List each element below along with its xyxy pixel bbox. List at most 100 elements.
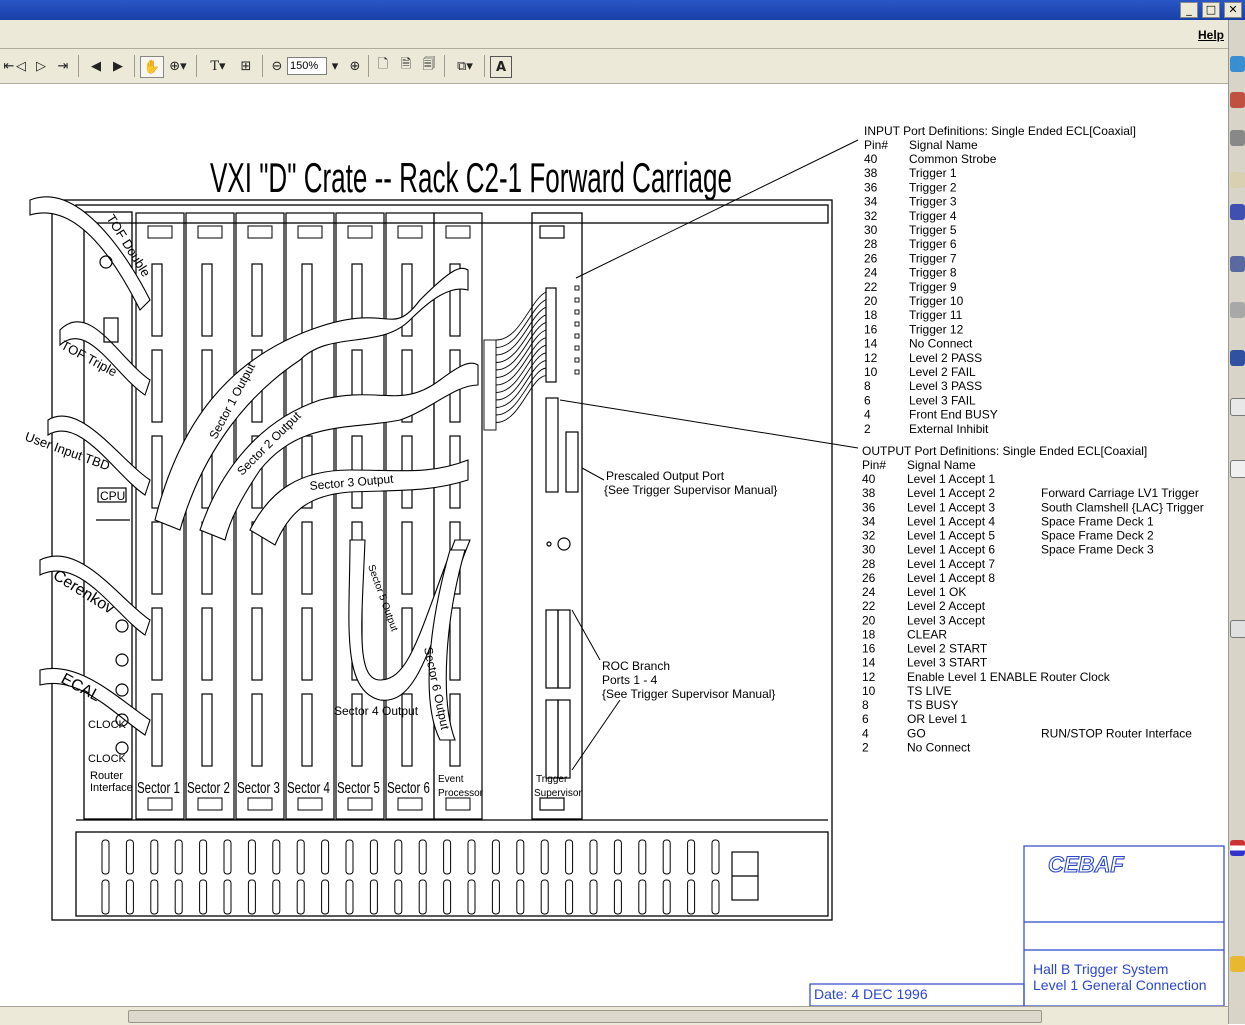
text-select-icon[interactable]: T▾ xyxy=(210,58,226,74)
roc-note: {See Trigger Supervisor Manual} xyxy=(602,687,775,701)
ribbon-wire xyxy=(495,352,547,401)
go-forward-icon[interactable]: ▶ xyxy=(113,58,123,74)
output-signal: Level 3 Accept xyxy=(907,613,986,627)
app-icon[interactable] xyxy=(1230,204,1245,220)
next-page-icon[interactable]: ▷ xyxy=(36,58,46,74)
vent-group xyxy=(101,839,720,915)
app-icon[interactable] xyxy=(1230,398,1245,416)
app-icon[interactable] xyxy=(1230,56,1245,72)
ribbon-pin xyxy=(574,333,580,339)
app-icon[interactable] xyxy=(1230,256,1245,272)
first-page-icon[interactable]: ⇤ xyxy=(3,58,15,74)
zoom-out-icon[interactable]: ⊖ xyxy=(271,58,283,74)
scroll-thumb[interactable] xyxy=(128,1010,1042,1023)
zoom-in-icon[interactable]: ⊕ xyxy=(349,58,361,74)
cable-group xyxy=(29,196,479,741)
sector2-output-label: Sector 2 Output xyxy=(234,408,304,478)
project-line-1: Hall B Trigger System xyxy=(1033,961,1168,977)
app-icon[interactable] xyxy=(1230,302,1245,318)
fit-page-icon[interactable]: 🗎 xyxy=(400,57,412,72)
input-signal: Level 3 PASS xyxy=(909,379,982,393)
ribbon-pin xyxy=(574,357,580,363)
vent-slot xyxy=(223,839,232,875)
zoom-tool-icon[interactable]: ⊕▾ xyxy=(169,58,187,74)
zoom-input[interactable]: 150% xyxy=(287,57,327,75)
app-icon[interactable] xyxy=(1230,956,1245,972)
rotate-view-icon[interactable]: ⧉▾ xyxy=(457,58,473,74)
output-pin: 32 xyxy=(862,529,876,543)
ribbon-pin xyxy=(574,309,580,315)
slot-top-tab xyxy=(347,225,373,239)
output-signal: Level 1 Accept 2 xyxy=(907,486,995,500)
output-destination: RUN/STOP Router Interface xyxy=(1041,726,1192,740)
vent-slot xyxy=(394,879,403,915)
slot-connector xyxy=(351,693,363,767)
clock-label-1: CLOCK xyxy=(88,719,127,731)
slot-connector xyxy=(401,349,413,423)
title-bar: _ □ ✕ xyxy=(0,0,1245,20)
slot-label: Sector 2 xyxy=(187,778,230,796)
cpu-label: CPU xyxy=(100,489,125,503)
trigger-label: Trigger xyxy=(536,774,568,785)
input-pin: 20 xyxy=(864,294,878,308)
actual-size-icon[interactable]: 🗋 xyxy=(377,57,389,72)
input-signal: Trigger 11 xyxy=(909,308,963,322)
slot-bottom-tab xyxy=(445,797,471,811)
slot-connector xyxy=(301,693,313,767)
output-destination: Space Frame Deck 2 xyxy=(1041,529,1154,543)
go-back-icon[interactable]: ◀ xyxy=(91,58,101,74)
output-pin: 34 xyxy=(862,514,876,528)
input-pin: 32 xyxy=(864,209,878,223)
slot-connector xyxy=(401,263,413,337)
slot-bottom-tab xyxy=(347,797,373,811)
slot-connector xyxy=(251,607,263,681)
vent-slot xyxy=(296,839,305,875)
input-pin: 10 xyxy=(864,365,878,379)
last-page-icon[interactable]: ⇥ xyxy=(57,58,69,74)
output-signal: GO xyxy=(907,726,926,740)
vent-slot xyxy=(565,879,574,915)
close-button[interactable]: ✕ xyxy=(1224,2,1242,18)
output-col-pin: Pin# xyxy=(862,458,886,472)
input-signal: Trigger 2 xyxy=(909,180,957,194)
input-pin: 34 xyxy=(864,195,878,209)
app-icon[interactable] xyxy=(1230,172,1245,188)
output-pin: 8 xyxy=(862,698,869,712)
app-icon[interactable] xyxy=(1230,620,1245,638)
ribbon-wire xyxy=(495,367,547,416)
vent-slot xyxy=(101,879,110,915)
toolbar-separator xyxy=(368,55,369,77)
app-icon[interactable] xyxy=(1230,350,1245,366)
toolbar-separator xyxy=(78,55,79,77)
slot-bottom-tab xyxy=(297,797,323,811)
zoom-dropdown-icon[interactable]: ▾ xyxy=(331,58,339,74)
vent-slot xyxy=(589,839,598,875)
ribbon-wire xyxy=(495,337,547,386)
output-signal: OR Level 1 xyxy=(907,712,967,726)
input-pin: 28 xyxy=(864,237,878,251)
fit-width-icon[interactable]: 🗐 xyxy=(422,57,436,72)
sector6-output-label: Sector 6 Output xyxy=(421,646,452,732)
slot-top-tab xyxy=(197,225,223,239)
hand-tool-icon[interactable]: ✋ xyxy=(140,56,164,78)
app-icon[interactable] xyxy=(1230,92,1245,108)
vent-slot xyxy=(321,839,330,875)
horizontal-scrollbar[interactable] xyxy=(0,1006,1228,1025)
input-pin: 18 xyxy=(864,308,878,322)
flag-icon[interactable] xyxy=(1230,840,1245,856)
menu-help[interactable]: Help xyxy=(1197,28,1224,42)
acrobat-icon[interactable]: A xyxy=(490,56,512,78)
output-signal: Level 1 Accept 4 xyxy=(907,514,995,528)
minimize-button[interactable]: _ xyxy=(1180,2,1198,18)
input-pin: 16 xyxy=(864,322,878,336)
app-icon[interactable] xyxy=(1230,130,1245,146)
pdf-icon[interactable] xyxy=(1230,460,1245,478)
slot-group xyxy=(135,212,483,820)
graphics-select-icon[interactable]: ⊞ xyxy=(240,58,252,74)
maximize-button[interactable]: □ xyxy=(1202,2,1220,18)
output-signal: Level 1 Accept 1 xyxy=(907,472,995,486)
slot-bottom-tab xyxy=(147,797,173,811)
slot-connector xyxy=(151,521,163,595)
prev-page-icon[interactable]: ◁ xyxy=(16,58,26,74)
vent-slot xyxy=(272,839,281,875)
